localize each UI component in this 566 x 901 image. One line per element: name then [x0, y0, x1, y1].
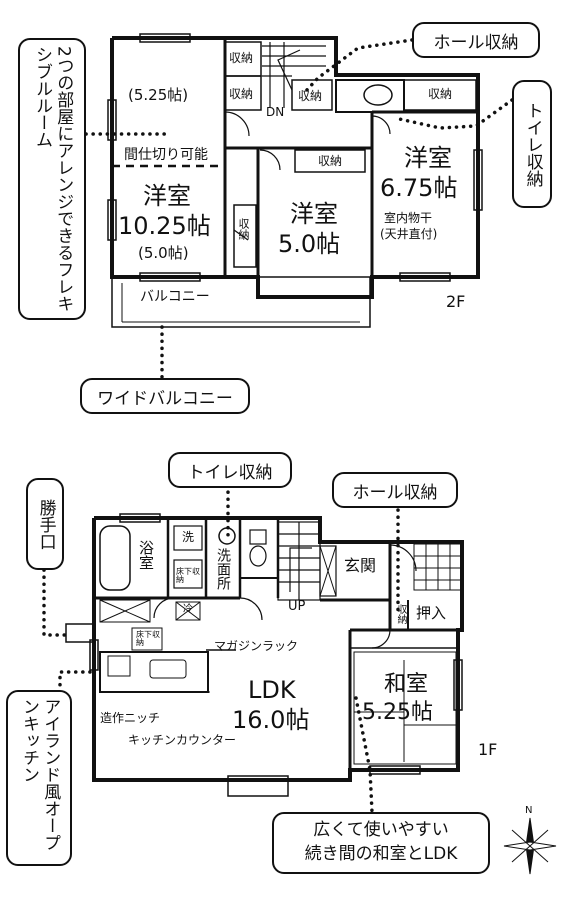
- callout-hall-storage-2f-text: ホール収納: [433, 32, 519, 53]
- callout-washitsu-ldk-line1: 広くて使いやすい: [313, 820, 449, 841]
- label-ldk-name: LDK: [248, 676, 296, 704]
- kitchen-island: [99, 651, 209, 693]
- label-2f-storage-5: 収納: [428, 87, 453, 101]
- label-magazine-rack: マガジンラック: [214, 639, 299, 653]
- compass-north-label: N: [525, 805, 533, 816]
- callout-hall-storage-1f-text: ホール収納: [352, 482, 438, 503]
- label-fridge: 冷: [183, 604, 193, 615]
- callout-island-kitchen-text: アイランド風オープンキッチン: [19, 698, 61, 851]
- label-2f-storage-6: 収納: [237, 218, 250, 240]
- label-closet: 押入: [416, 604, 447, 622]
- label-west-room-sub: (5.0帖): [138, 244, 189, 262]
- label-underfloor-2: 床下収納: [136, 630, 160, 647]
- callout-flexible-room-text: 2つの部屋にアレンジできるフレキシブルルーム: [32, 46, 74, 312]
- label-2f-dn: DN: [266, 105, 285, 119]
- callout-flexible-room: 2つの部屋にアレンジできるフレキシブルルーム: [18, 38, 86, 320]
- label-floor-2f: 2F: [446, 292, 466, 311]
- callout-toilet-storage-2f: トイレ収納: [512, 80, 552, 208]
- label-2f-storage-2: 収納: [229, 87, 254, 101]
- label-west-upper-size: (5.25帖): [128, 86, 189, 104]
- label-east-room-size: 6.75帖: [380, 174, 458, 202]
- label-niche: 造作ニッチ: [100, 711, 161, 725]
- label-underfloor-1: 床下収納: [176, 567, 200, 584]
- callout-wide-balcony: ワイドバルコニー: [80, 378, 250, 414]
- callout-washitsu-ldk: 広くて使いやすい 続き間の和室とLDK: [272, 812, 490, 874]
- label-washitsu-size: 5.25帖: [362, 700, 433, 725]
- label-1f-storage-2: 収納: [395, 604, 406, 624]
- callout-hall-storage-2f: ホール収納: [412, 22, 540, 58]
- label-washroom: 洗面所: [215, 548, 231, 590]
- callout-wide-balcony-text: ワイドバルコニー: [97, 388, 233, 409]
- callout-toilet-storage-1f: トイレ収納: [168, 452, 292, 488]
- label-balcony: バルコニー: [140, 289, 210, 305]
- callout-hall-storage-1f: ホール収納: [332, 472, 458, 508]
- balcony-outline: [111, 276, 371, 328]
- label-2f-storage-3: 収納: [298, 89, 323, 103]
- label-east-room-name: 洋室: [404, 144, 452, 172]
- label-partition-note: 間仕切り可能: [124, 147, 208, 163]
- label-indoor-drying-2: (天井直付): [380, 227, 438, 241]
- label-bath: 浴室: [137, 540, 155, 570]
- label-up: UP: [288, 599, 306, 614]
- label-entrance: 玄関: [344, 556, 377, 575]
- callout-toilet-storage-2f-text: トイレ収納: [522, 101, 543, 187]
- callout-washitsu-ldk-line2: 続き間の和室とLDK: [304, 844, 458, 864]
- label-west-room-size: 10.25帖: [118, 212, 211, 240]
- callout-island-kitchen: アイランド風オープンキッチン: [6, 690, 72, 866]
- label-kitchen-counter: キッチンカウンター: [128, 733, 237, 747]
- label-west-room-name: 洋室: [143, 182, 191, 210]
- label-floor-1f: 1F: [478, 740, 498, 759]
- label-washitsu-name: 和室: [384, 672, 429, 697]
- label-2f-storage-4: 収納: [318, 154, 343, 168]
- label-center-room-size: 5.0帖: [278, 230, 341, 258]
- label-center-room-name: 洋室: [290, 200, 338, 228]
- callout-back-door: 勝手口: [26, 478, 64, 570]
- callout-back-door-text: 勝手口: [35, 498, 56, 550]
- callout-toilet-storage-1f-text: トイレ収納: [187, 462, 273, 483]
- label-2f-storage-1: 収納: [229, 51, 254, 65]
- label-indoor-drying-1: 室内物干: [384, 211, 433, 225]
- compass-rose: [503, 817, 557, 875]
- label-wash: 洗: [182, 530, 195, 544]
- label-ldk-size: 16.0帖: [232, 706, 310, 734]
